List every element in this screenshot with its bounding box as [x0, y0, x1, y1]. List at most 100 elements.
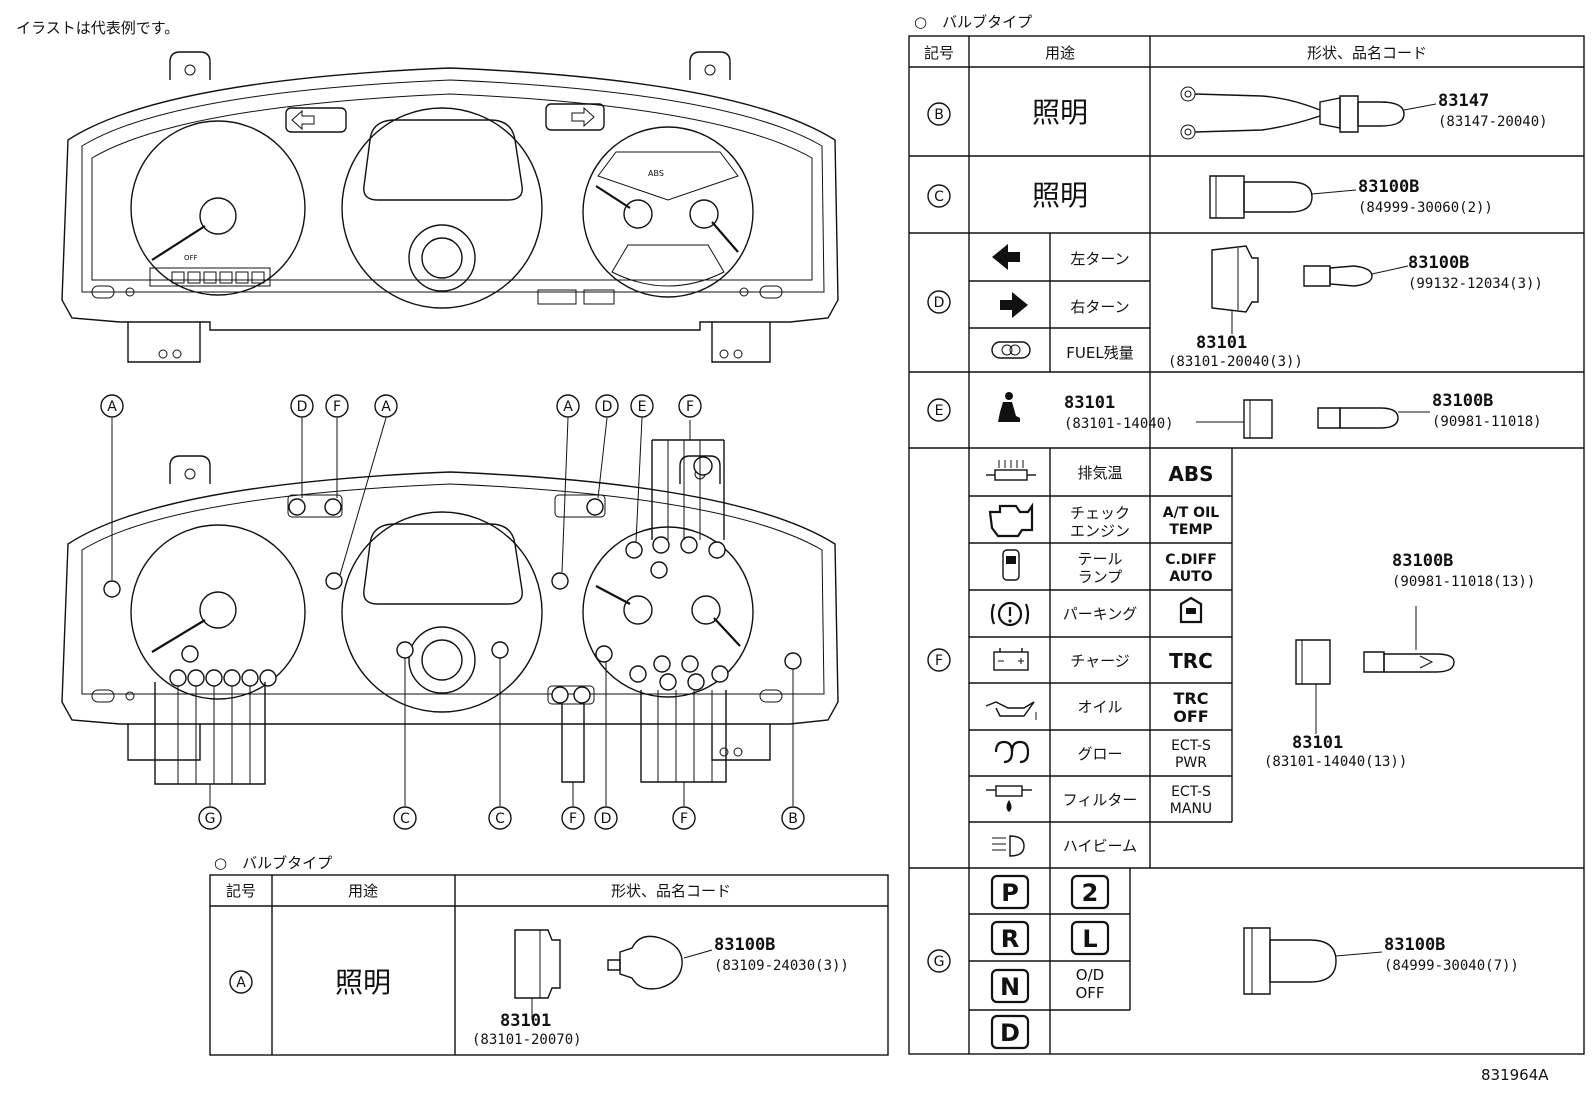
svg-text:テール: テール	[1077, 550, 1122, 568]
cluster-bottom-illustration	[61, 417, 839, 806]
svg-text:オイル: オイル	[1077, 698, 1122, 716]
svg-text:左ターン: 左ターン	[1070, 250, 1129, 268]
svg-text:D: D	[601, 811, 612, 827]
svg-text:F: F	[686, 399, 694, 415]
svg-text:A: A	[563, 399, 573, 415]
svg-text:(99132-12034(3)): (99132-12034(3))	[1408, 276, 1543, 292]
svg-text:C.DIFF: C.DIFF	[1165, 552, 1217, 568]
svg-text:N: N	[1000, 973, 1020, 1001]
door-ajar-icon	[1179, 596, 1203, 624]
parking-brake-icon	[990, 601, 1030, 627]
svg-text:D: D	[934, 295, 945, 311]
svg-text:パーキング: パーキング	[1063, 605, 1138, 623]
svg-text:B: B	[934, 107, 944, 123]
svg-text:(83147-20040): (83147-20040)	[1438, 114, 1548, 130]
svg-text:P: P	[1001, 879, 1019, 907]
svg-text:B: B	[788, 811, 798, 827]
svg-text:(84999-30060(2)): (84999-30060(2))	[1358, 200, 1493, 216]
svg-text:83100B: 83100B	[1358, 177, 1419, 197]
svg-text:D: D	[602, 399, 613, 415]
svg-text:OFF: OFF	[1173, 707, 1208, 726]
svg-text:チャージ: チャージ	[1070, 652, 1130, 670]
svg-text:ハイビーム: ハイビーム	[1063, 837, 1137, 855]
svg-text:R: R	[1001, 925, 1019, 953]
svg-text:用途: 用途	[1045, 44, 1075, 62]
svg-text:G: G	[934, 954, 945, 970]
svg-text:ECT-S: ECT-S	[1171, 738, 1211, 754]
svg-text:(83109-24030(3)): (83109-24030(3))	[714, 958, 849, 974]
bulb-table-a: ○ バルブタイプ 記号 用途 形状、品名コード A 照明 83100B (831…	[209, 854, 889, 1056]
svg-text:(83101-20040(3)): (83101-20040(3))	[1168, 354, 1303, 370]
right-turn-icon	[1000, 292, 1028, 318]
svg-text:記号: 記号	[924, 44, 954, 62]
svg-text:エンジン: エンジン	[1070, 522, 1130, 540]
big-table-title: ○ バルブタイプ	[914, 13, 1032, 31]
svg-text:D: D	[1000, 1019, 1020, 1047]
illustration-note: イラストは代表例です。	[16, 19, 179, 37]
svg-text:G: G	[205, 811, 216, 827]
svg-text:83100B: 83100B	[1384, 935, 1445, 955]
svg-text:フィルター: フィルター	[1063, 791, 1138, 809]
svg-text:F: F	[935, 653, 943, 669]
svg-text:(90981-11018(13)): (90981-11018(13))	[1392, 574, 1535, 590]
svg-text:83101: 83101	[1064, 393, 1115, 413]
svg-text:83101: 83101	[1196, 333, 1247, 353]
svg-text:A: A	[381, 399, 391, 415]
oil-icon	[985, 701, 1037, 720]
battery-icon	[993, 648, 1029, 671]
svg-text:2: 2	[1082, 879, 1099, 907]
check-engine-icon	[988, 502, 1034, 538]
glow-plug-icon	[994, 740, 1030, 764]
seatbelt-icon	[998, 392, 1020, 422]
svg-text:排気温: 排気温	[1077, 464, 1122, 482]
svg-text:L: L	[1082, 925, 1097, 953]
svg-text:(90981-11018): (90981-11018)	[1432, 414, 1542, 430]
svg-text:A/T OIL: A/T OIL	[1163, 505, 1219, 521]
svg-text:F: F	[333, 399, 341, 415]
svg-text:形状、品名コード: 形状、品名コード	[1307, 44, 1427, 62]
svg-text:FUEL残量: FUEL残量	[1066, 344, 1133, 362]
svg-text:TRC: TRC	[1174, 689, 1209, 708]
svg-text:83100B: 83100B	[714, 935, 775, 955]
bulb-table-main: ○ バルブタイプ 記号 用途 形状、品名コード B 照明 83147 (8314…	[908, 13, 1585, 1055]
svg-text:OFF: OFF	[184, 254, 198, 262]
diagram-code: 831964A	[1481, 1066, 1549, 1084]
callout-letters: A D F A A D E F G C C F D F B	[100, 394, 805, 830]
fuel-icon	[991, 341, 1031, 359]
svg-text:83147: 83147	[1438, 91, 1489, 111]
svg-text:C: C	[400, 811, 410, 827]
svg-text:83100B: 83100B	[1432, 391, 1493, 411]
svg-text:形状、品名コード: 形状、品名コード	[611, 882, 731, 900]
svg-text:(83101-20070): (83101-20070)	[472, 1032, 582, 1048]
svg-text:E: E	[638, 399, 647, 415]
row-a-use: 照明	[335, 966, 391, 999]
svg-text:E: E	[935, 403, 944, 419]
tail-lamp-icon	[1002, 549, 1020, 581]
svg-text:O/D: O/D	[1076, 966, 1104, 984]
svg-text:D: D	[297, 399, 308, 415]
left-turn-icon	[992, 244, 1020, 270]
svg-text:記号: 記号	[226, 882, 256, 900]
svg-text:C: C	[495, 811, 505, 827]
abs-label: ABS	[648, 169, 664, 178]
small-table-title: ○ バルブタイプ	[214, 854, 332, 872]
svg-text:TRC: TRC	[1169, 649, 1213, 673]
svg-text:右ターン: 右ターン	[1070, 298, 1129, 316]
svg-text:83100B: 83100B	[1392, 551, 1453, 571]
high-beam-icon	[992, 835, 1025, 857]
svg-text:83101: 83101	[1292, 733, 1343, 753]
svg-text:ランプ: ランプ	[1078, 568, 1123, 586]
svg-text:ABS: ABS	[1168, 462, 1213, 486]
cluster-top-illustration: OFF ABS	[61, 51, 839, 363]
svg-text:A: A	[236, 975, 246, 991]
svg-text:AUTO: AUTO	[1169, 569, 1212, 585]
svg-text:MANU: MANU	[1170, 801, 1212, 817]
svg-text:TEMP: TEMP	[1169, 522, 1212, 538]
svg-text:チェック: チェック	[1070, 504, 1130, 522]
svg-text:83101: 83101	[500, 1011, 551, 1031]
svg-text:A: A	[107, 399, 117, 415]
svg-text:83100B: 83100B	[1408, 253, 1469, 273]
fuel-filter-icon	[986, 785, 1032, 812]
svg-text:(83101-14040(13)): (83101-14040(13))	[1264, 754, 1407, 770]
